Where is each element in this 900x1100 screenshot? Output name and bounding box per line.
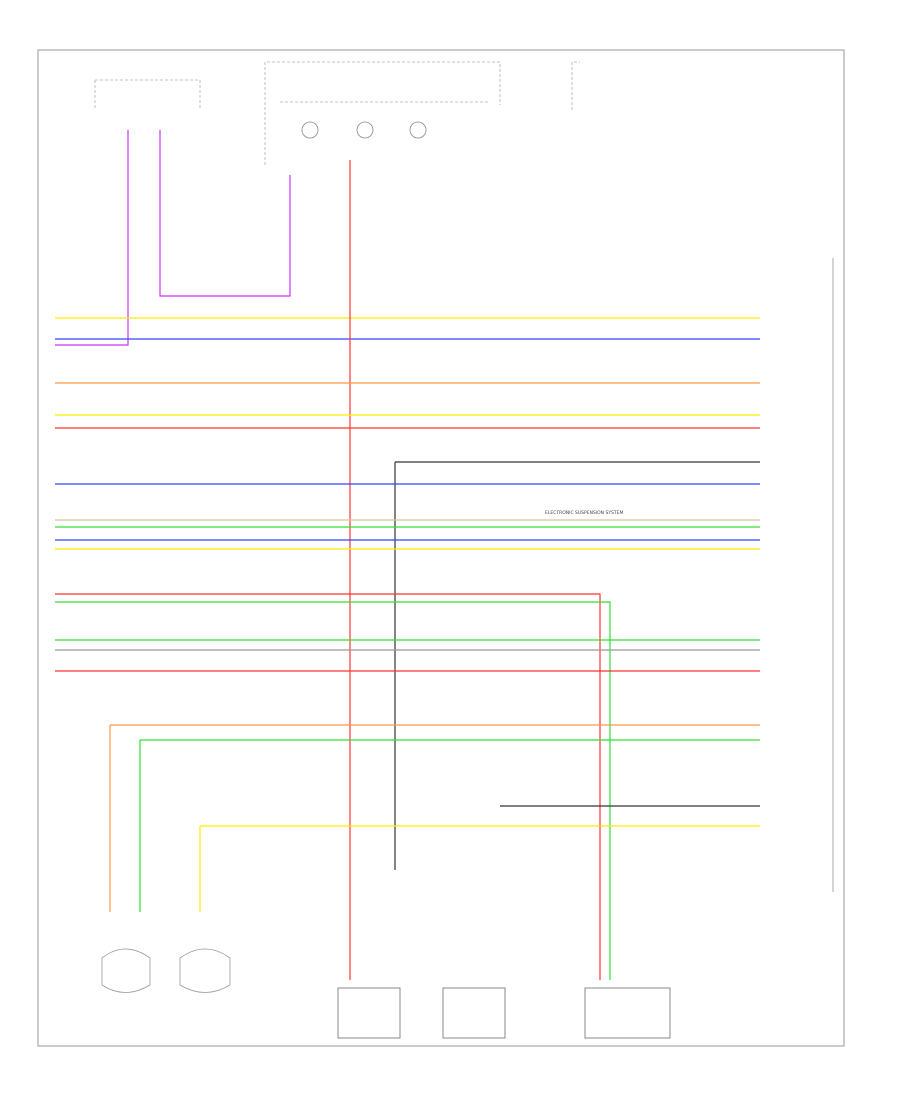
component-box-left: [337, 987, 401, 1039]
wheel-sensor-left: [179, 948, 231, 993]
wires-layer: [55, 130, 760, 980]
wheel-sensor-right: [101, 948, 151, 993]
top-center-component-outline: [264, 61, 501, 165]
wire-20: [109, 724, 760, 912]
indicator-lamp-3: [409, 121, 427, 139]
note-electronic-suspension: ELECTRONIC SUSPENSION SYSTEM: [545, 510, 624, 516]
wire-23: [199, 825, 760, 912]
indicator-lamp-2: [356, 121, 374, 139]
component-box-center: [442, 987, 506, 1039]
wire-21: [139, 739, 760, 912]
wire-09: [394, 461, 760, 870]
wire-01: [55, 130, 129, 346]
top-right-component-outline: [571, 61, 580, 110]
top-left-component-outline: [94, 79, 201, 110]
diagram-frame: [37, 49, 845, 1047]
wire-04: [159, 130, 291, 297]
component-box-right: [584, 987, 671, 1039]
wire-16: [55, 601, 611, 980]
wire-15: [55, 593, 601, 980]
indicator-lamp-1: [301, 121, 319, 139]
